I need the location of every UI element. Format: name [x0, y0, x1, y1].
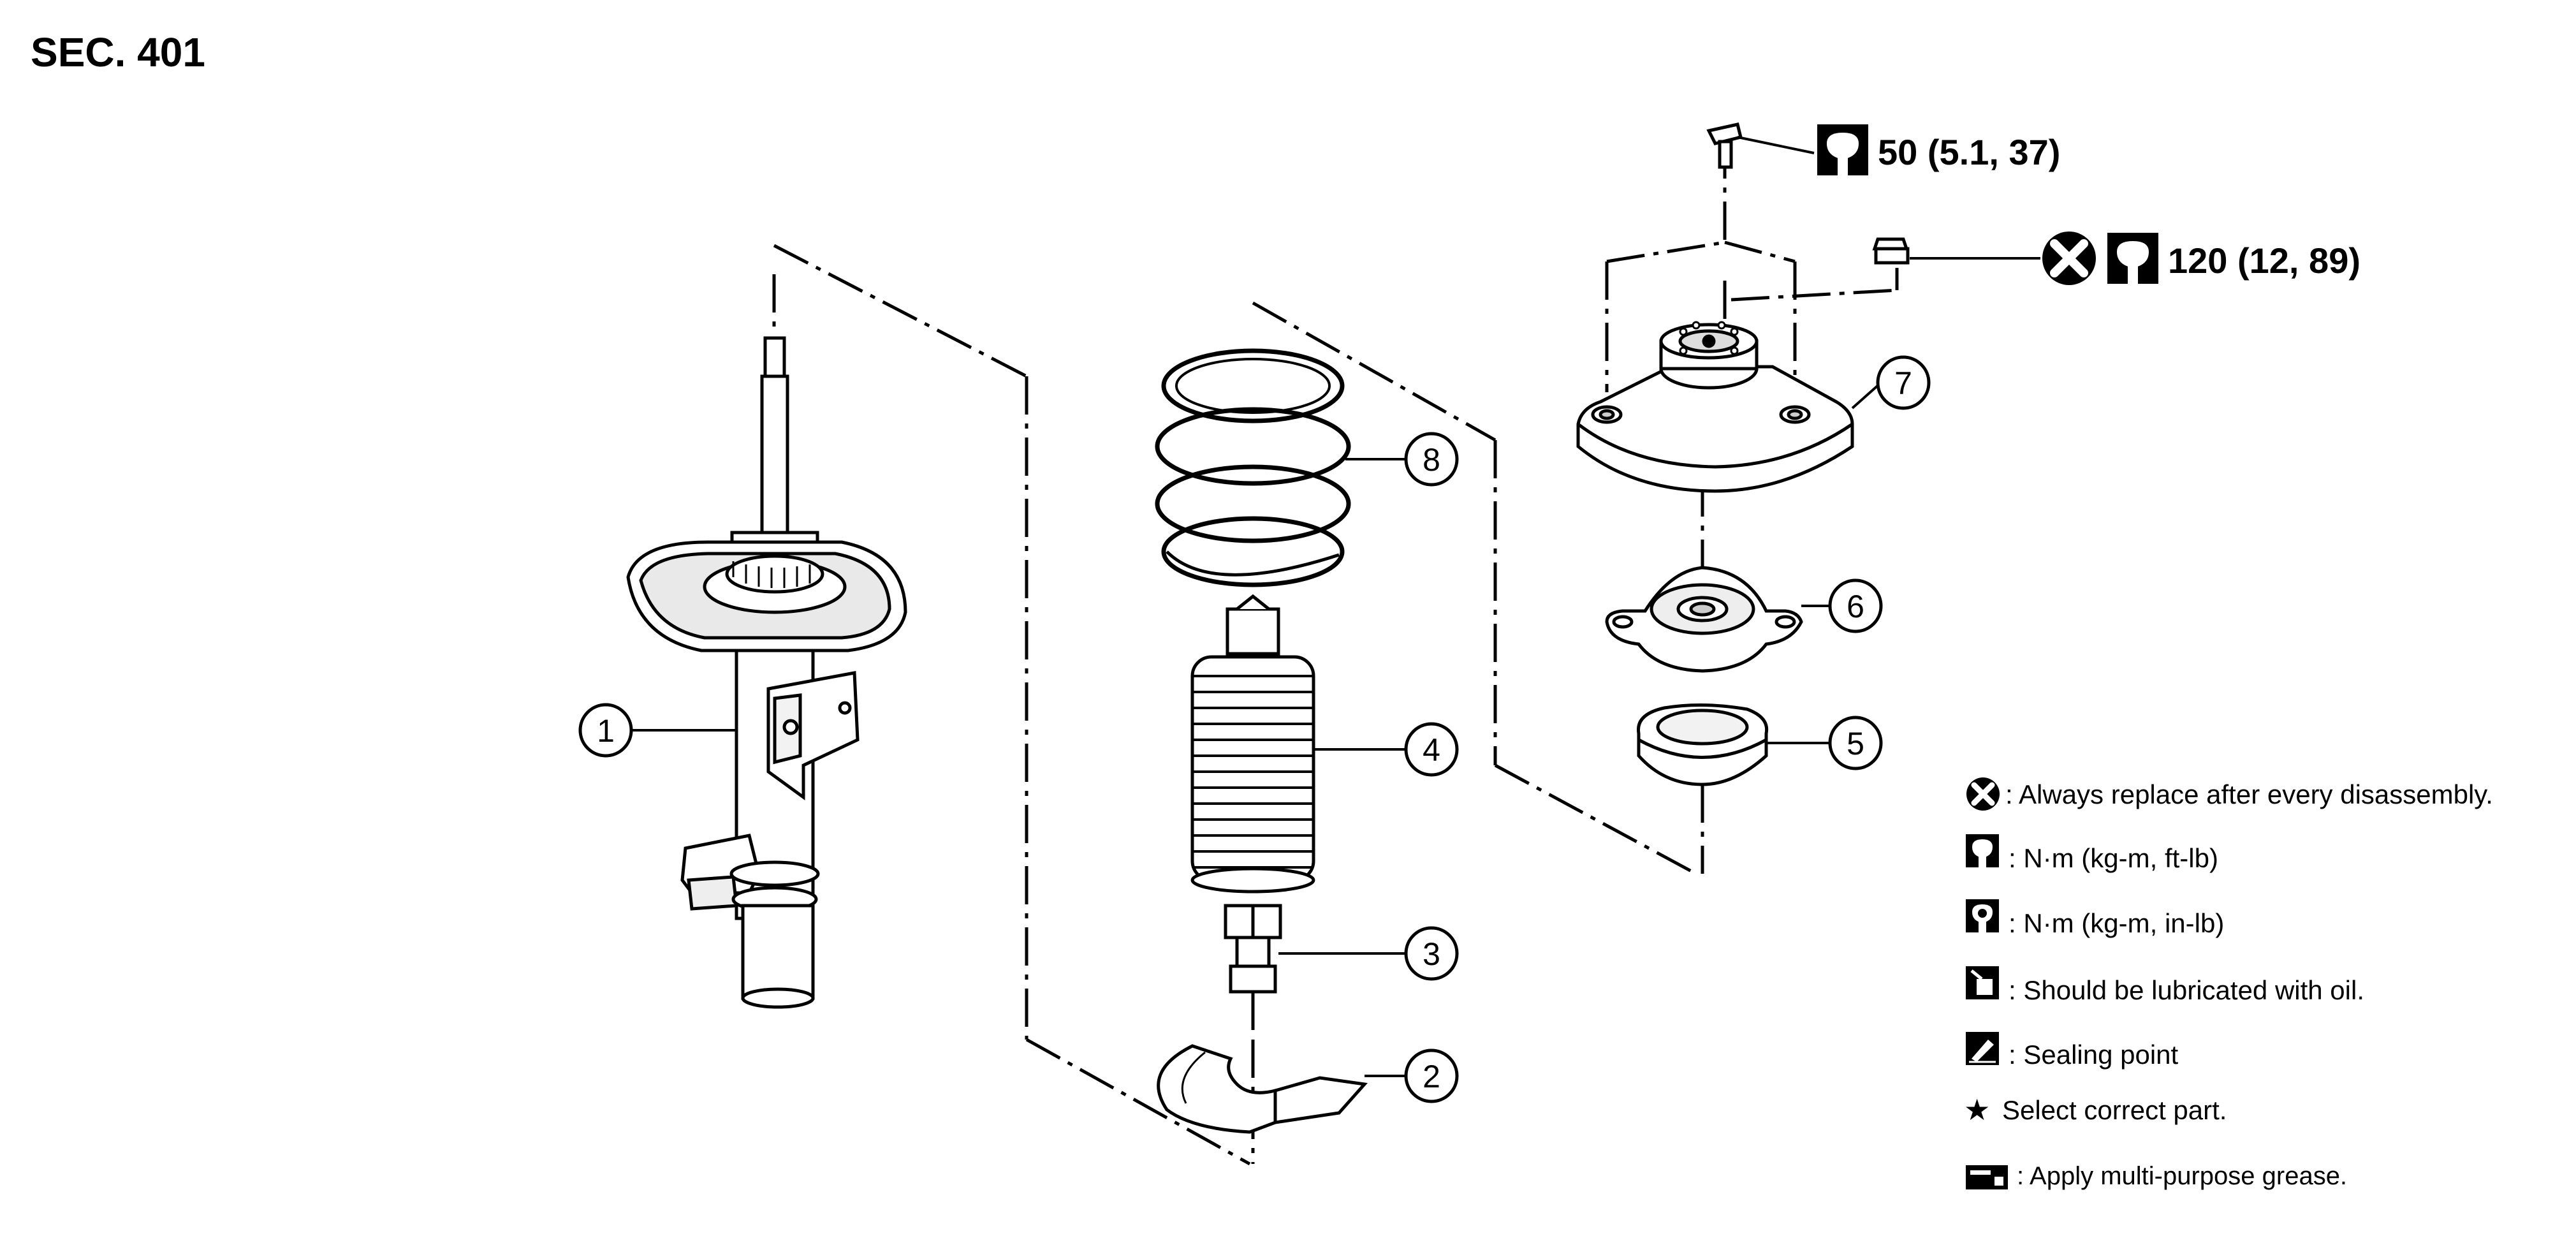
sealing-point-icon: [1966, 1032, 1999, 1065]
svg-text:8: 8: [1423, 442, 1440, 478]
legend-row-oil: : Should be lubricated with oil.: [1966, 966, 2364, 1005]
callout-7: 7: [1876, 355, 1931, 410]
assembly-guide-lines: [772, 140, 1899, 1166]
callout-leaders: [631, 136, 2040, 1077]
callout-8: 8: [1404, 432, 1459, 487]
replace-x-icon: [2042, 232, 2096, 285]
callout-6: 6: [1828, 578, 1883, 633]
legend-row-torque-ftlb: : N·m (kg-m, ft-lb): [1966, 834, 2218, 873]
svg-text:4: 4: [1423, 732, 1440, 768]
svg-text:: Apply multi-purpose grease.: : Apply multi-purpose grease.: [2017, 1162, 2347, 1190]
legend: : Always replace after every disassembly…: [1964, 777, 2493, 1190]
lower-spring-seat: [1157, 1044, 1368, 1134]
svg-text:7: 7: [1894, 365, 1912, 401]
torque-spec-strut-nut: 120 (12, 89): [2042, 232, 2360, 285]
svg-text:6: 6: [1847, 589, 1864, 624]
grease-gun-icon: [1966, 1165, 2008, 1189]
svg-text:Select correct part.: Select correct part.: [2002, 1095, 2227, 1125]
bound-bumper-boot: [1190, 594, 1315, 894]
svg-text:2: 2: [1423, 1059, 1440, 1094]
torque-wrench-icon: [1817, 124, 1868, 175]
legend-row-select-part: ★ Select correct part.: [1964, 1093, 2227, 1126]
callout-3: 3: [1404, 926, 1459, 981]
torque-spec-top-bolt: 50 (5.1, 37): [1817, 124, 2060, 175]
svg-text:: Sealing point: : Sealing point: [2009, 1040, 2179, 1070]
svg-text:50 (5.1, 37): 50 (5.1, 37): [1878, 132, 2060, 172]
svg-text:: N·m (kg-m, in-lb): : N·m (kg-m, in-lb): [2009, 908, 2224, 938]
callout-5: 5: [1828, 716, 1883, 770]
strut-nut: [1872, 237, 1910, 265]
oil-can-icon: [1966, 966, 1999, 999]
section-label: SEC. 401: [31, 29, 205, 75]
torque-wrench-filled-icon: [1966, 899, 1999, 932]
top-bolt: [1706, 122, 1743, 169]
star-icon: ★: [1964, 1093, 1990, 1126]
svg-text:: Always replace after every d: : Always replace after every disassembly…: [2005, 779, 2493, 809]
legend-row-torque-inlb: : N·m (kg-m, in-lb): [1966, 899, 2224, 938]
strut-assembly: [626, 336, 907, 1009]
legend-row-sealing: : Sealing point: [1966, 1032, 2179, 1070]
replace-x-icon: [1966, 777, 2000, 811]
svg-text:: Should be lubricated with oi: : Should be lubricated with oil.: [2009, 975, 2364, 1005]
coil-spring: [1155, 348, 1351, 587]
callout-1: 1: [578, 703, 633, 758]
svg-text:1: 1: [597, 713, 615, 749]
svg-text:5: 5: [1847, 726, 1864, 761]
strut-mounting-insulator: [1576, 321, 1854, 493]
legend-row-replace: : Always replace after every disassembly…: [1966, 777, 2493, 811]
svg-text:: N·m (kg-m, ft-lb): : N·m (kg-m, ft-lb): [2009, 843, 2218, 873]
legend-row-grease: : Apply multi-purpose grease.: [1966, 1162, 2347, 1190]
strut-mounting-bearing: [1605, 566, 1803, 673]
torque-wrench-icon: [1966, 834, 1999, 867]
callout-4: 4: [1404, 722, 1459, 777]
bound-bumper: [1224, 904, 1282, 994]
torque-wrench-icon: [2107, 233, 2158, 284]
callout-2: 2: [1404, 1048, 1459, 1103]
svg-text:120 (12, 89): 120 (12, 89): [2168, 240, 2360, 281]
svg-text:3: 3: [1423, 936, 1440, 972]
upper-spring-rubber-seat: [1637, 703, 1769, 786]
